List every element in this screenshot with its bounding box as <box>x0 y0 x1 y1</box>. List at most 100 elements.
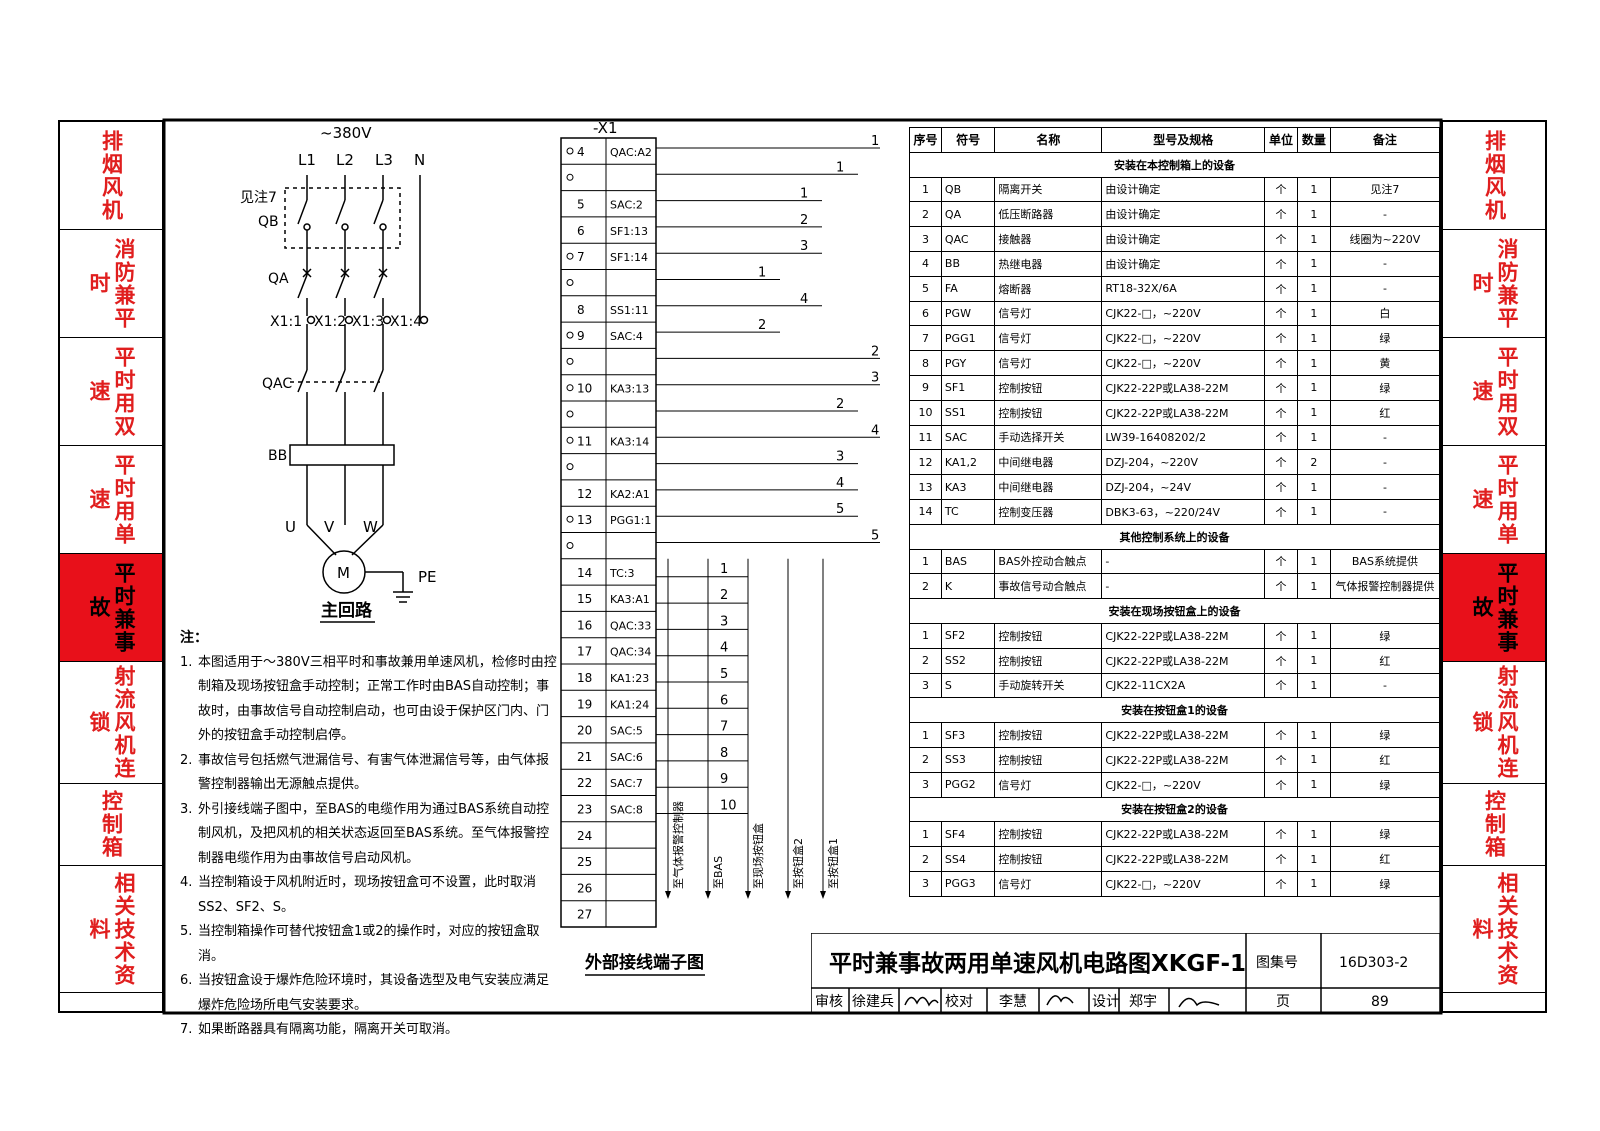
table-cell: 绿 <box>1329 870 1441 897</box>
wire-number: 3 <box>836 450 844 465</box>
category-tab[interactable]: 平时兼事故 <box>60 554 162 662</box>
table-cell: 1 <box>909 622 942 649</box>
terminal-tag: PGG1:1 <box>610 514 651 527</box>
table-cell: - <box>1101 548 1266 575</box>
table-cell: 1 <box>1296 250 1331 277</box>
review-label: 审核 <box>815 994 843 1010</box>
wire-number: 1 <box>758 266 766 281</box>
category-tab[interactable]: 平时用双速 <box>60 338 162 446</box>
table-cell: QA <box>940 201 996 228</box>
category-tab[interactable]: 消防兼平时 <box>60 230 162 338</box>
column-header: 备注 <box>1329 127 1441 153</box>
collector-arrow <box>705 891 711 899</box>
section-title: 安装在本控制箱上的设备 <box>909 151 1440 178</box>
wire-number: 4 <box>720 641 728 656</box>
terminal-tag: KA3:13 <box>610 383 649 396</box>
table-cell: KA3 <box>940 474 996 500</box>
table-cell: 1 <box>1296 498 1331 525</box>
table-cell: 绿 <box>1329 325 1441 352</box>
category-tab[interactable]: 相关技术资料 <box>1443 866 1545 993</box>
note-text: 外引接线端子图中，至BAS的电缆作用为通过BAS系统自动控制风机，及把风机的相关… <box>198 801 550 866</box>
wire-number: 1 <box>871 134 879 149</box>
wire-number: 2 <box>720 588 728 603</box>
table-cell: 信号灯 <box>994 870 1103 897</box>
table-cell: 1 <box>909 176 942 203</box>
table-cell: 1 <box>1296 647 1331 674</box>
table-cell: CJK22-22P或LA38-22M <box>1101 647 1266 674</box>
table-cell: - <box>1329 250 1441 277</box>
table-cell: - <box>1329 201 1441 228</box>
terminal-link-dot <box>566 384 574 392</box>
table-cell: 控制按钮 <box>994 846 1103 872</box>
category-tab[interactable]: 平时兼事故 <box>1443 554 1545 662</box>
table-cell: 1 <box>909 548 942 575</box>
wire-number: 9 <box>720 772 728 787</box>
table-cell: 13 <box>909 474 942 500</box>
terminal-number: 26 <box>577 881 592 895</box>
atlas-number: 16D303-2 <box>1339 955 1408 971</box>
table-cell: 白 <box>1329 300 1441 327</box>
table-cell: 手动旋转开关 <box>994 672 1103 699</box>
collector-arrow <box>785 891 791 899</box>
wire-number: 3 <box>720 614 728 629</box>
category-tab[interactable]: 射流风机连锁 <box>60 662 162 784</box>
category-tab[interactable]: 消防兼平时 <box>1443 230 1545 338</box>
category-tab[interactable]: 射流风机连锁 <box>1443 662 1545 784</box>
note-number: 1. <box>180 654 193 670</box>
table-cell: 信号灯 <box>994 350 1103 376</box>
table-cell: 3 <box>909 226 942 252</box>
category-tab[interactable]: 平时用单速 <box>60 446 162 554</box>
terminal-number: 23 <box>577 803 592 817</box>
table-cell: RT18-32X/6A <box>1101 275 1266 302</box>
terminal-tag: SAC:8 <box>610 804 643 817</box>
wire-number: 10 <box>720 799 737 814</box>
table-cell: CJK22-22P或LA38-22M <box>1101 821 1266 848</box>
table-cell: 1 <box>1296 821 1331 848</box>
category-tab[interactable]: 相关技术资料 <box>60 866 162 993</box>
table-cell: 热继电器 <box>994 250 1103 277</box>
category-tab-label: 射流风机连锁 <box>1470 665 1519 780</box>
table-cell: 个 <box>1264 722 1298 748</box>
table-cell: 1 <box>1296 300 1331 327</box>
terminal-label: X1:4 <box>390 314 422 330</box>
table-cell: 绿 <box>1329 821 1441 848</box>
category-tab[interactable]: 控制箱 <box>60 784 162 866</box>
category-tab-label: 消防兼平时 <box>1470 237 1519 330</box>
category-tab[interactable]: 排烟风机 <box>1443 122 1545 230</box>
table-cell: 个 <box>1264 325 1298 352</box>
table-cell: 事故信号动合触点 <box>994 573 1103 600</box>
table-cell: 4 <box>909 250 942 277</box>
table-cell: 隔离开关 <box>994 176 1103 203</box>
table-cell: PGY <box>940 350 996 376</box>
category-tab[interactable]: 平时用双速 <box>1443 338 1545 446</box>
bb-label: BB <box>268 448 287 464</box>
table-cell: 1 <box>1296 374 1331 401</box>
table-cell: K <box>940 573 996 600</box>
terminal-number: 16 <box>577 618 592 632</box>
terminal-number: 6 <box>577 224 585 238</box>
table-cell: 1 <box>1296 474 1331 500</box>
terminal-number: 20 <box>577 724 592 738</box>
terminal-number: 8 <box>577 303 585 317</box>
table-cell: SS2 <box>940 647 996 674</box>
table-cell: 2 <box>909 647 942 674</box>
table-cell: PGW <box>940 300 996 327</box>
table-cell: 个 <box>1264 498 1298 525</box>
terminal-tag: SAC:4 <box>610 330 643 343</box>
table-cell: 个 <box>1264 449 1298 476</box>
category-tab[interactable]: 排烟风机 <box>60 122 162 230</box>
table-cell: 黄 <box>1329 350 1441 376</box>
table-cell: 1 <box>1296 226 1331 252</box>
table-cell: 个 <box>1264 548 1298 575</box>
table-cell: 见注7 <box>1329 176 1441 203</box>
category-tab[interactable]: 控制箱 <box>1443 784 1545 866</box>
category-tab[interactable]: 平时用单速 <box>1443 446 1545 554</box>
